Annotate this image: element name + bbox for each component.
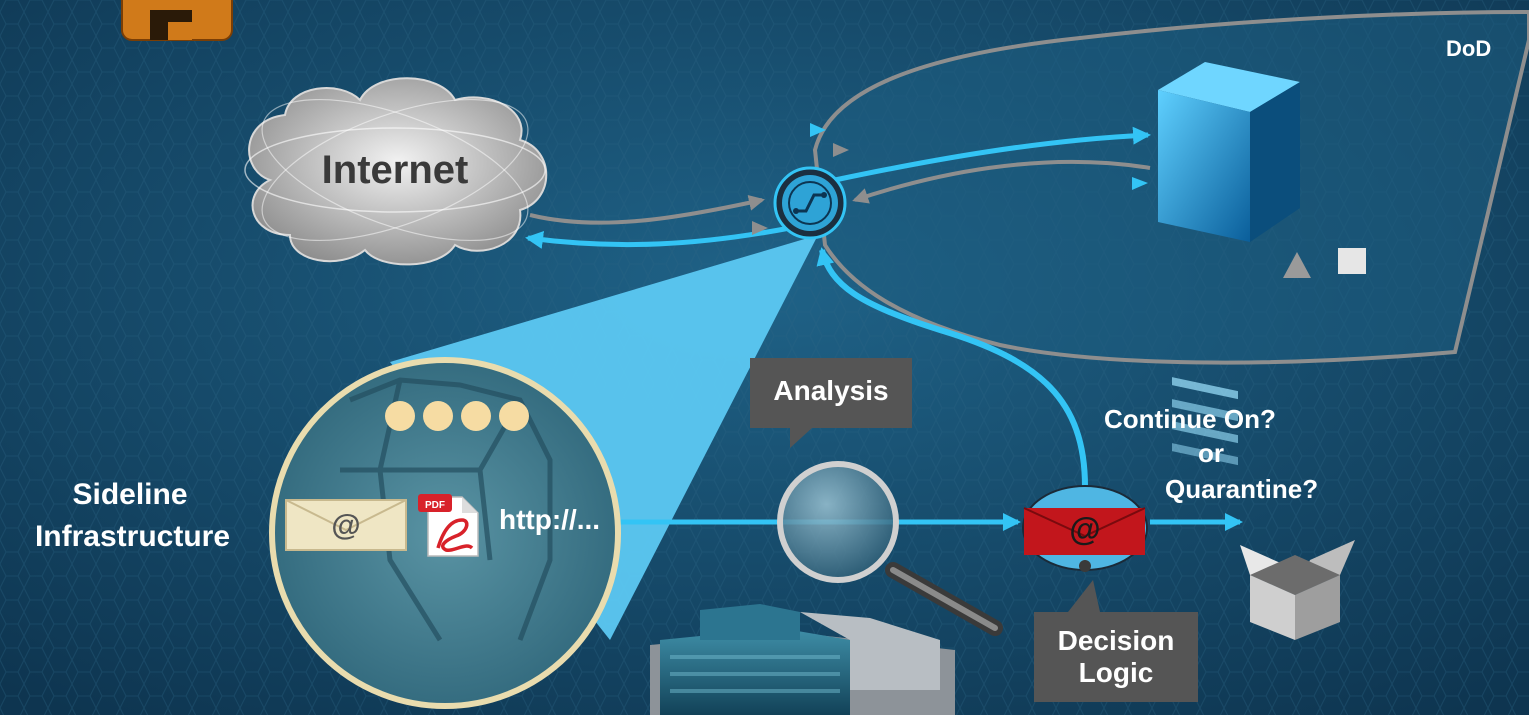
internet-label: Internet [322, 148, 469, 192]
decision-at-symbol: @ [1069, 511, 1100, 547]
question-line3: Quarantine? [1165, 474, 1319, 504]
packet-markers [752, 123, 1366, 278]
zoom-beam [390, 235, 818, 640]
flow-decision-to-router [816, 247, 1088, 488]
decision-logic-callout: Decision Logic [1034, 612, 1198, 702]
decision-label-line2: Logic [1078, 657, 1154, 688]
quarantine-box-icon [1240, 540, 1355, 640]
router-icon [773, 166, 847, 240]
sideline-label-line1: Sideline [72, 478, 188, 511]
question-line2: or [1198, 438, 1224, 468]
email-at-symbol: @ [331, 509, 360, 542]
email-envelope-icon [285, 499, 407, 551]
pdf-badge: PDF [425, 500, 445, 511]
flow-router-to-internet [525, 225, 791, 249]
decision-label-line1: Decision [1057, 625, 1175, 656]
analysis-callout: Analysis [750, 358, 912, 428]
question-line1: Continue On? [1104, 404, 1276, 434]
server-icon [1158, 62, 1300, 466]
url-label: http://... [499, 504, 601, 535]
flow-internet-to-router [529, 194, 765, 225]
decision-logic-icon [1022, 485, 1148, 572]
magnifier-icon [777, 461, 1003, 636]
building-icon [650, 604, 955, 715]
internet-cloud-icon [244, 77, 548, 266]
flow-router-to-server [834, 126, 1151, 183]
logo-icon [121, 0, 233, 41]
dod-label: DoD [1446, 36, 1492, 61]
sideline-label-line2: Infrastructure [34, 520, 231, 553]
analysis-callout-tail [790, 428, 812, 448]
decision-callout-tail [1068, 580, 1100, 612]
flow-server-to-router [852, 159, 1151, 204]
pdf-file-icon [418, 494, 479, 557]
